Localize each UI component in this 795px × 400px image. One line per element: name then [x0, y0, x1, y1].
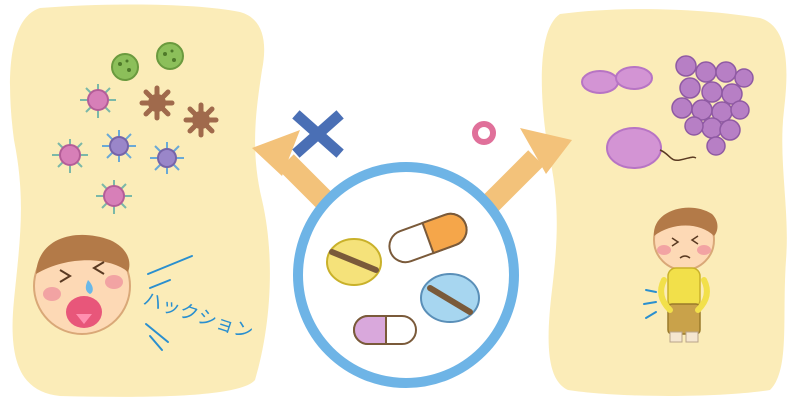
medicine-circle [298, 167, 514, 383]
circle-mark-icon [475, 124, 493, 142]
brown-virus [142, 88, 172, 118]
brown-virus [186, 105, 216, 135]
green-virus [157, 43, 183, 69]
purple-virus [102, 130, 136, 162]
left-panel: ハックション [10, 5, 270, 397]
yellow-tablet [327, 239, 381, 285]
green-virus [112, 54, 138, 80]
cross-mark-icon [300, 118, 336, 150]
sneezing-child [34, 235, 130, 334]
purple-virus [150, 142, 184, 174]
blue-tablet [421, 274, 479, 322]
pink-capsule [354, 316, 416, 344]
right-panel [542, 9, 787, 396]
right-panel-bg [542, 9, 787, 396]
